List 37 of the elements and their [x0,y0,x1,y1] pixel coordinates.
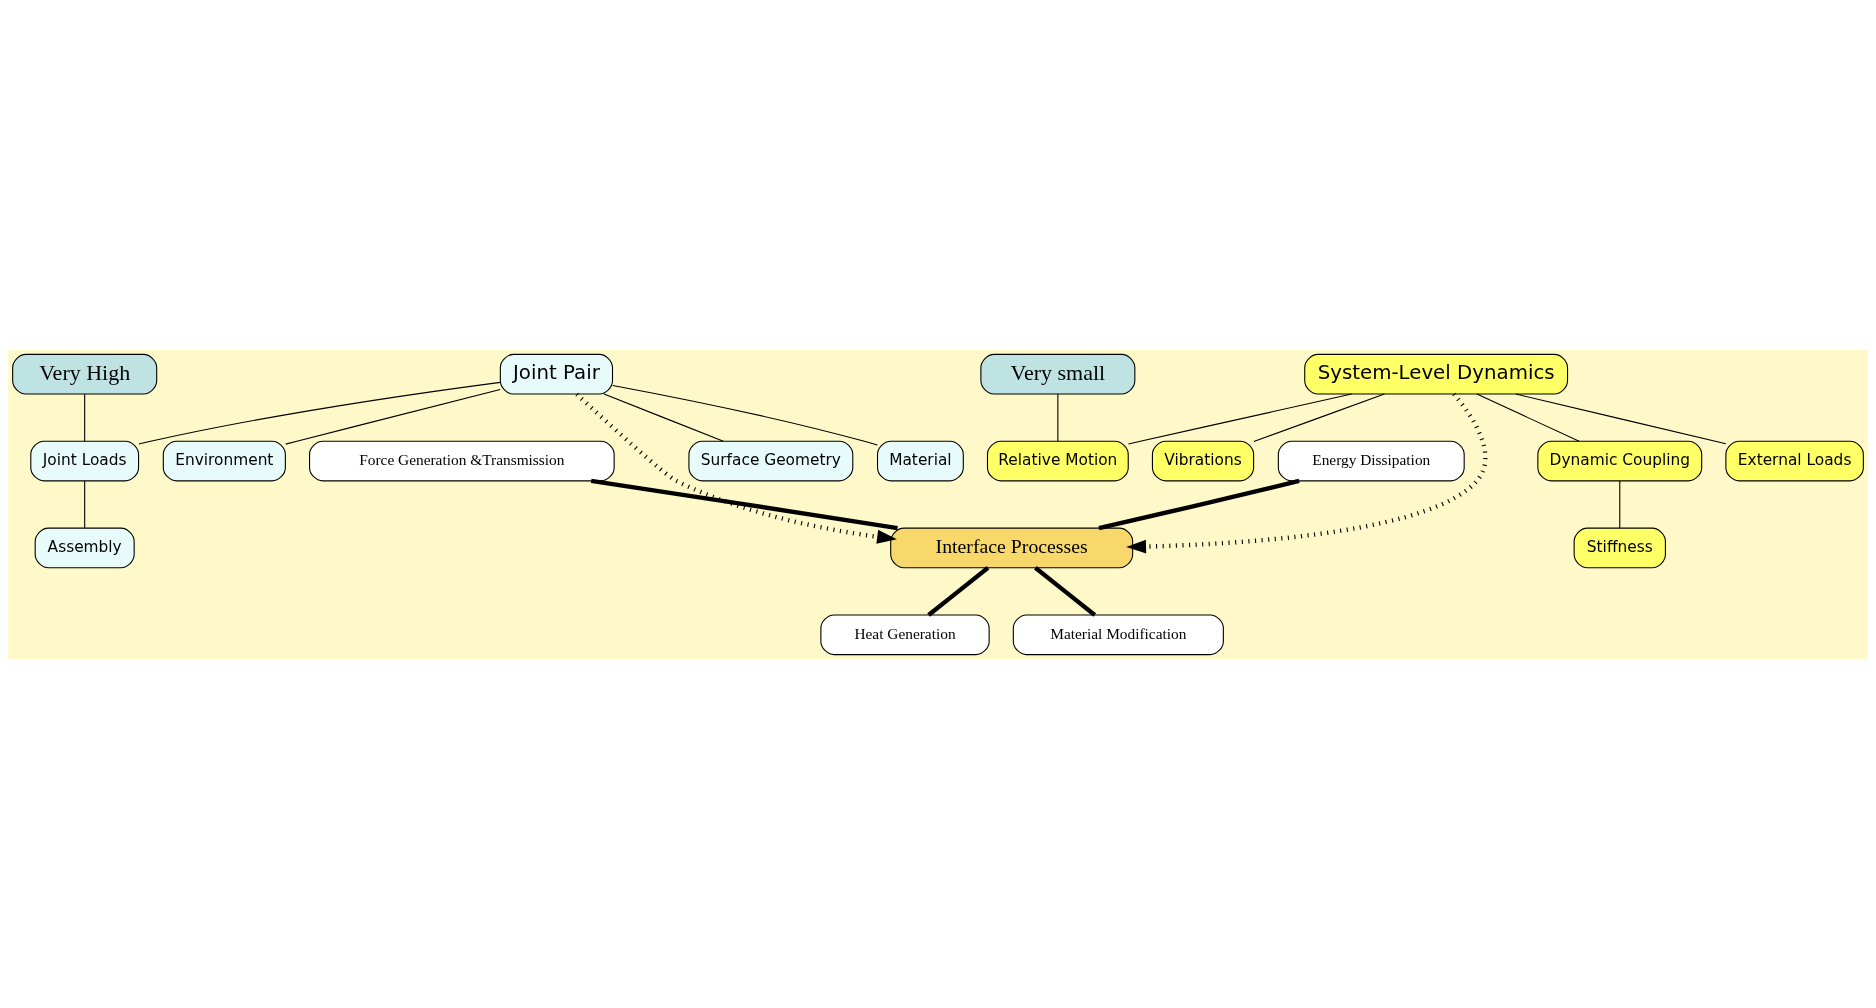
node-box: Force Generation &Transmission [309,440,615,481]
node-box: Energy Dissipation [1277,440,1465,481]
node-box: Heat Generation [820,613,990,655]
connector [1619,479,1621,529]
connector [603,393,724,442]
node-box: System-Level Dynamics [1304,353,1569,395]
connector [1057,393,1059,442]
connector [1253,393,1385,442]
connector [927,565,990,617]
connector [1098,478,1300,530]
node-box: External Loads [1725,440,1864,481]
arrow [1126,392,1488,554]
node-box: Material [876,440,964,481]
connector [612,384,878,446]
node-box: Vibrations [1151,440,1255,481]
connector [138,381,501,445]
node-box: Joint Pair [499,353,614,395]
connector [84,479,86,529]
node-box: Interface Processes [890,527,1134,568]
node-box: Environment [162,440,286,481]
node-box: Very small [980,353,1136,395]
connector [1034,565,1097,617]
connector [84,393,86,442]
node-box: Surface Geometry [688,440,854,481]
node-box: Joint Loads [30,440,140,481]
connector [1127,393,1353,444]
node-box: Dynamic Coupling [1537,440,1703,481]
arrow [575,392,897,544]
node-box: Very High [12,353,158,395]
node-box: Assembly [34,527,135,568]
node-box: Relative Motion [986,440,1129,481]
node-box: Stiffness [1573,527,1666,568]
connector [590,478,898,530]
connector [285,388,501,445]
connector [1515,393,1727,444]
connector [1476,393,1580,442]
node-box: Material Modification [1012,613,1224,655]
